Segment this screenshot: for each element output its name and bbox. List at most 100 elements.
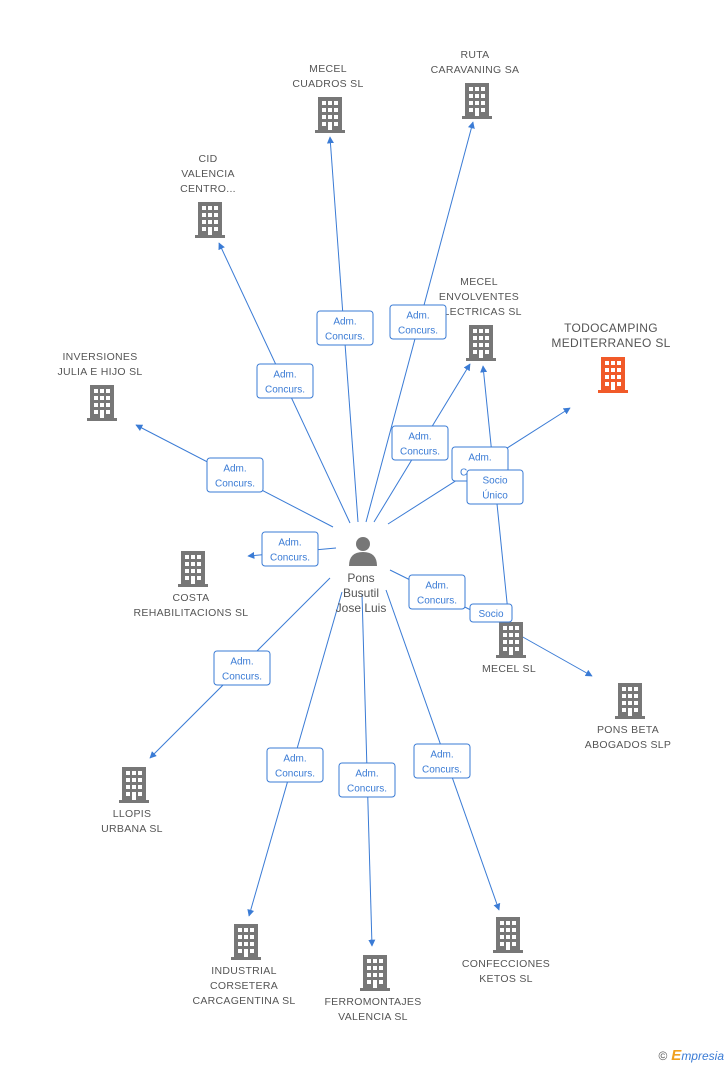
company-label: COSTA bbox=[173, 592, 210, 604]
edge-label-box bbox=[256, 363, 314, 399]
building-icon bbox=[466, 325, 496, 361]
edge-label-box bbox=[389, 304, 447, 340]
copyright-symbol: © bbox=[658, 1049, 668, 1063]
company-label: CONFECCIONES bbox=[462, 958, 550, 970]
company-label: REHABILITACIONS SL bbox=[134, 607, 249, 619]
person-name-label: Busutil bbox=[343, 586, 379, 600]
building-icon bbox=[496, 622, 526, 658]
edge-labels-layer: Adm. Concurs. Adm. Concurs. Adm. Concurs. Adm.… bbox=[206, 304, 524, 798]
edge-label-confecciones-ketos[interactable]: Adm.Concurs. bbox=[413, 743, 471, 779]
edge-label-costa-rehab[interactable]: Adm.Concurs. bbox=[261, 531, 319, 567]
edge-label-box bbox=[466, 469, 524, 505]
edge-label-text: Concurs. bbox=[422, 765, 462, 776]
company-label: MECEL bbox=[309, 63, 347, 75]
company-node-ferromontajes[interactable]: FERROMONTAJES VALENCIA SL bbox=[324, 955, 421, 1023]
edge-label-box bbox=[261, 531, 319, 567]
edge-label-ferromontajes[interactable]: Adm.Concurs. bbox=[338, 762, 396, 798]
company-node-llopis-urbana[interactable]: LLOPIS URBANA SL bbox=[101, 767, 163, 835]
edge-label-text: Adm. bbox=[333, 317, 356, 328]
company-label: VALENCIA bbox=[181, 168, 235, 180]
building-icon bbox=[360, 955, 390, 991]
edge-label-text: Adm. bbox=[468, 453, 491, 464]
company-label: KETOS SL bbox=[479, 973, 533, 985]
edge-label-box bbox=[413, 743, 471, 779]
building-icon bbox=[231, 924, 261, 960]
empresia-watermark: ©Empresia bbox=[658, 1047, 724, 1064]
company-label: CID bbox=[199, 153, 218, 165]
edges-layer bbox=[135, 121, 593, 947]
building-icon bbox=[598, 357, 628, 393]
edge-label-text: Adm. bbox=[408, 432, 431, 443]
company-label: CENTRO... bbox=[180, 183, 236, 195]
edge-label-text: Adm. bbox=[223, 464, 246, 475]
company-node-costa-rehab[interactable]: COSTA REHABILITACIONS SL bbox=[134, 551, 249, 619]
edge-label-text: Concurs. bbox=[222, 672, 262, 683]
edge-label-industrial-corsetera[interactable]: Adm.Concurs. bbox=[266, 747, 324, 783]
company-label: MECEL SL bbox=[482, 663, 536, 675]
edge-label-llopis-urbana[interactable]: Adm. Concurs. bbox=[213, 650, 271, 686]
edge-label-box bbox=[408, 574, 466, 610]
company-label: TODOCAMPING bbox=[564, 321, 658, 335]
edge-label-mecel-envolventes[interactable]: Adm.Concurs. bbox=[391, 425, 449, 461]
edge-label-text: Concurs. bbox=[347, 784, 387, 795]
company-label: FERROMONTAJES bbox=[324, 996, 421, 1008]
edge-label-text: Concurs. bbox=[417, 596, 457, 607]
edge-label-box bbox=[391, 425, 449, 461]
company-node-industrial-corsetera[interactable]: INDUSTRIAL CORSETERA CARCAGENTINA SL bbox=[192, 924, 295, 1007]
company-label: CARCAGENTINA SL bbox=[192, 995, 295, 1007]
company-label: INVERSIONES bbox=[62, 351, 137, 363]
company-label: MEDITERRANEO SL bbox=[551, 336, 670, 350]
company-node-confecciones-ketos[interactable]: CONFECCIONES KETOS SL bbox=[462, 917, 550, 985]
edge-label-mecel-cuadros[interactable]: Adm. Concurs. bbox=[316, 310, 374, 346]
edge-label-cid-valencia[interactable]: Adm.Concurs. bbox=[256, 363, 314, 399]
company-label: URBANA SL bbox=[101, 823, 163, 835]
company-node-mecel-sl[interactable]: MECEL SL bbox=[482, 622, 536, 675]
edge-line-pons-beta bbox=[520, 635, 593, 677]
edge-label-pons-beta[interactable]: Socio bbox=[469, 603, 513, 623]
edge-label-ruta-caravaning[interactable]: Adm.Concurs. bbox=[389, 304, 447, 340]
building-icon bbox=[87, 385, 117, 421]
person-name-label: Pons bbox=[347, 571, 374, 585]
edge-label-text: Adm. bbox=[273, 370, 296, 381]
person-icon bbox=[349, 537, 377, 566]
edge-label-box bbox=[469, 603, 513, 623]
edge-label-text: Adm. bbox=[230, 657, 253, 668]
edge-label-box bbox=[213, 650, 271, 686]
edge-label-box bbox=[206, 457, 264, 493]
company-label: INDUSTRIAL bbox=[211, 965, 276, 977]
edge-label-text: Socio bbox=[478, 609, 503, 620]
edge-label-text: Concurs. bbox=[270, 553, 310, 564]
building-icon bbox=[195, 202, 225, 238]
company-label: ENVOLVENTES bbox=[439, 291, 519, 303]
company-label: ABOGADOS SLP bbox=[585, 739, 671, 751]
edge-label-text: Adm. bbox=[283, 754, 306, 765]
edge-label-box bbox=[316, 310, 374, 346]
edge-label-inversiones-julia[interactable]: Adm. Concurs. bbox=[206, 457, 264, 493]
building-icon bbox=[615, 683, 645, 719]
company-label: ELECTRICAS SL bbox=[436, 306, 522, 318]
company-label: VALENCIA SL bbox=[338, 1011, 408, 1023]
edge-label-text: Único bbox=[482, 489, 508, 502]
edge-label-text: Socio bbox=[482, 476, 507, 487]
edge-label-text: Concurs. bbox=[325, 332, 365, 343]
person-name-label: Jose Luis bbox=[336, 601, 387, 615]
building-icon bbox=[462, 83, 492, 119]
edge-label-box bbox=[266, 747, 324, 783]
company-label: LLOPIS bbox=[113, 808, 152, 820]
company-label: CORSETERA bbox=[210, 980, 278, 992]
edge-label-mecel-sl[interactable]: Adm.Concurs. bbox=[408, 574, 466, 610]
brand-name: mpresia bbox=[681, 1049, 724, 1063]
building-icon bbox=[315, 97, 345, 133]
edge-label-text: Concurs. bbox=[215, 479, 255, 490]
building-icon bbox=[119, 767, 149, 803]
company-node-cid-valencia[interactable]: CID VALENCIA CENTRO... bbox=[180, 153, 236, 238]
